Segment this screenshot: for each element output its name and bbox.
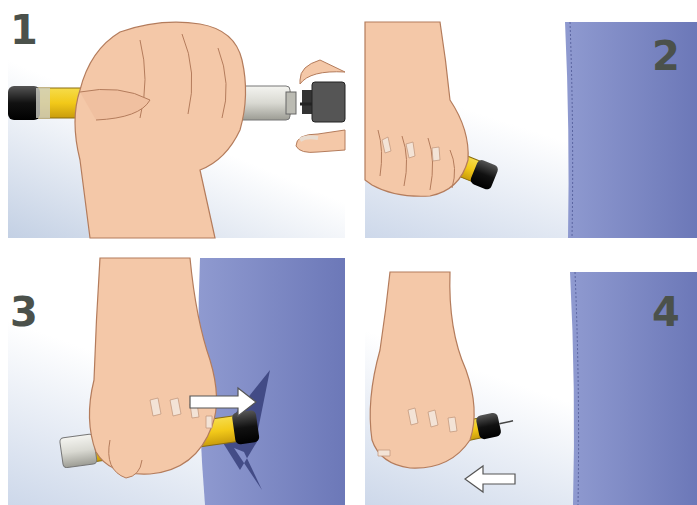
step-number: 3 [10, 292, 38, 332]
removed-cap [312, 82, 345, 122]
seam [575, 272, 579, 505]
pen-tip [8, 86, 40, 120]
panel-background [365, 22, 697, 238]
thigh-jeans [565, 22, 697, 238]
panel-background [8, 0, 345, 238]
other-hand [300, 60, 345, 84]
step-number: 2 [652, 36, 680, 76]
thigh-jeans [570, 272, 697, 505]
needle [499, 421, 513, 424]
cap-needle-guard [300, 103, 312, 106]
fingernails [378, 408, 457, 456]
panel-background [8, 258, 345, 505]
panel-background [365, 272, 697, 505]
fingernails [382, 137, 440, 161]
panel-3 [8, 258, 345, 505]
thumbnail [300, 137, 318, 140]
finger-lines [140, 34, 226, 118]
pen-tip [475, 412, 502, 440]
step-number: 4 [652, 292, 680, 332]
fist [75, 22, 246, 238]
pen-window [36, 88, 50, 118]
thumb [109, 440, 142, 478]
pen-tip [469, 159, 499, 191]
pen-tip [232, 410, 260, 445]
panel-2 [365, 22, 697, 238]
thumb [80, 89, 150, 120]
hand [365, 22, 468, 196]
push-arrow [190, 388, 256, 416]
panel-1 [8, 0, 345, 238]
hand [89, 258, 216, 474]
pen-end [286, 92, 296, 114]
step-number: 1 [10, 10, 38, 50]
hand [370, 272, 474, 468]
other-hand-thumb [296, 130, 345, 152]
finger-lines [378, 130, 455, 190]
seam [570, 22, 573, 238]
panel-4 [365, 272, 697, 505]
pull-arrow [465, 466, 515, 492]
thigh-jeans [198, 258, 345, 505]
